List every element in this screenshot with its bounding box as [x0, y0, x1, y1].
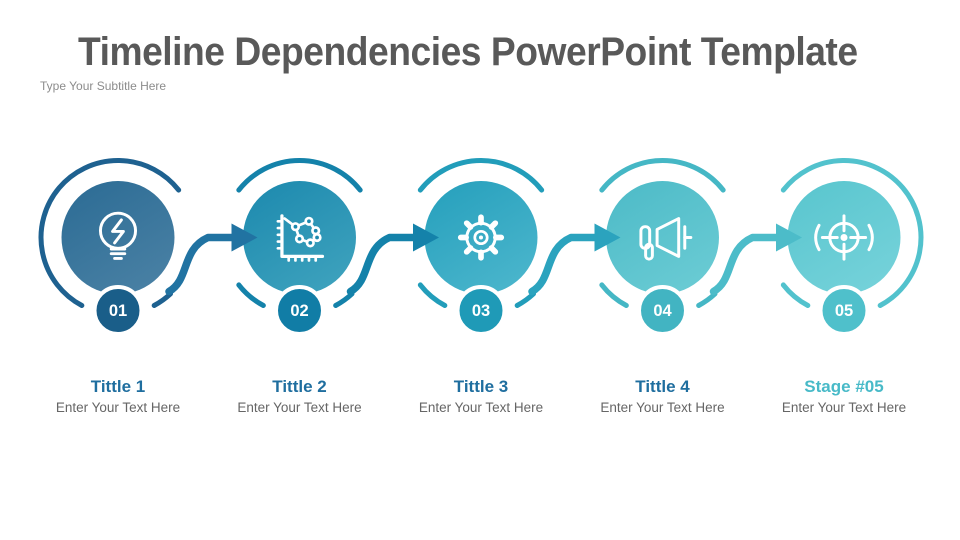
stage-title[interactable]: Tittle 4: [635, 377, 690, 396]
stage-ring-arc: [417, 157, 545, 193]
stage-ring-arc: [780, 158, 924, 308]
stage-badge-2[interactable]: 02: [274, 285, 325, 336]
connector-line: [528, 233, 601, 296]
stage-ring-arc: [696, 291, 718, 308]
stage-body-text[interactable]: Enter Your Text Here: [237, 400, 362, 416]
arrowhead-icon: [776, 223, 802, 252]
stage-body-text[interactable]: Enter Your Text Here: [418, 400, 544, 416]
connector-arrow-4: [709, 223, 802, 296]
slide-subtitle[interactable]: Type Your Subtitle Here: [40, 79, 167, 93]
connector-line: [346, 233, 419, 296]
connector-line: [709, 233, 782, 296]
badge-circle: [455, 285, 507, 336]
arrowhead-icon: [231, 223, 258, 252]
stage-badge-3[interactable]: 03: [455, 285, 507, 336]
connector-line: [165, 233, 238, 296]
connector-arrow-1: [165, 223, 258, 296]
connector-arrow-3: [528, 223, 621, 296]
stage-body-text[interactable]: Enter Your Text Here: [600, 400, 725, 416]
target-icon: [814, 214, 874, 261]
badge-circle: [274, 285, 325, 336]
stage-circle-1[interactable]: [38, 158, 182, 308]
badge-number: 04: [653, 302, 672, 320]
badge-circle: [637, 285, 688, 336]
stage-title[interactable]: Stage #05: [804, 377, 884, 396]
stage-title[interactable]: Tittle 3: [453, 377, 509, 396]
stage-title[interactable]: Tittle 2: [272, 377, 327, 396]
slide-title[interactable]: Timeline Dependencies PowerPoint Templat…: [78, 30, 858, 74]
stage-circle-2[interactable]: [236, 157, 363, 308]
stage-label-4: Tittle 4 Enter Your Text Here: [568, 376, 758, 416]
stage-badge-4[interactable]: 04: [637, 285, 688, 336]
stage-ring-arc: [151, 291, 174, 308]
stage-ring-arc: [514, 291, 537, 308]
badge-number: 02: [290, 302, 308, 320]
badge-number: 05: [835, 302, 853, 320]
badge-circle: [92, 285, 144, 336]
megaphone-icon: [639, 217, 693, 261]
connector-arrow-2: [346, 223, 439, 296]
stage-ring-arc: [599, 282, 629, 308]
stage-circle-4[interactable]: [599, 157, 726, 308]
stage-label-1: Tittle 1 Enter Your Text Here: [23, 376, 213, 416]
stage-ring-arc: [417, 282, 448, 308]
badge-number: 03: [472, 302, 490, 320]
stage-ring-arc: [236, 157, 363, 193]
stage-ring-arc: [333, 291, 355, 308]
stage-inner-circle: [606, 181, 719, 294]
stage-title[interactable]: Tittle 1: [90, 377, 146, 396]
badge-number: 01: [109, 302, 127, 320]
stage-ring-arc: [599, 157, 726, 193]
arrowhead-icon: [413, 223, 439, 252]
stage-circle-3[interactable]: [417, 157, 545, 308]
stage-circle-5[interactable]: [780, 158, 924, 308]
stage-badge-5[interactable]: 05: [818, 285, 870, 336]
stage-badge-1[interactable]: 01: [92, 285, 144, 336]
stage-body-text[interactable]: Enter Your Text Here: [781, 400, 907, 416]
badge-circle: [818, 285, 870, 336]
gear-icon: [457, 214, 505, 261]
stage-body-text[interactable]: Enter Your Text Here: [55, 400, 181, 416]
stage-ring-arc: [38, 158, 182, 308]
lightbulb-icon: [98, 211, 138, 260]
stage-ring-arc: [780, 282, 811, 308]
stage-label-3: Tittle 3 Enter Your Text Here: [386, 376, 576, 416]
chart-icon: [276, 214, 325, 262]
stage-label-2: Tittle 2 Enter Your Text Here: [205, 376, 395, 416]
stage-ring-arc: [236, 282, 266, 308]
arrowhead-icon: [594, 223, 621, 252]
